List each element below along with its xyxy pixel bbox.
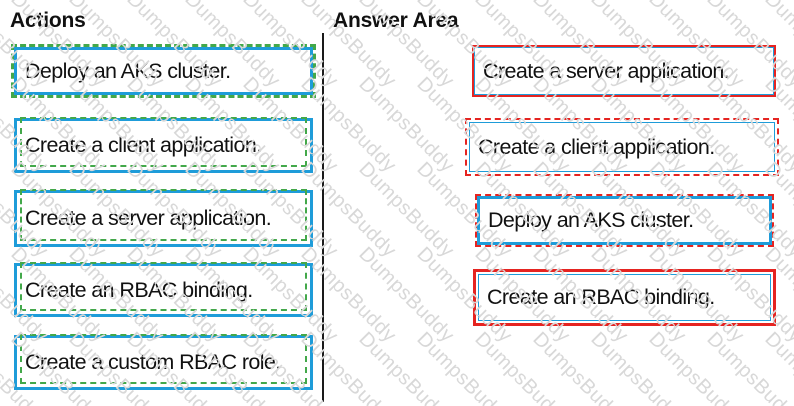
column-divider: [322, 33, 324, 402]
watermark-text: DumpsBuddy: [760, 328, 794, 406]
answer-item-label: Deploy an AKS cluster.: [488, 208, 694, 232]
watermark-text: DumpsBuddy: [354, 73, 459, 177]
watermark-text: DumpsBuddy: [528, 328, 633, 406]
watermark-text: DumpsBuddy: [354, 158, 459, 262]
answer-item-label: Create a client application.: [478, 134, 715, 159]
action-item[interactable]: Create a server application.: [14, 189, 313, 247]
watermark-text: DumpsBuddy: [644, 328, 749, 406]
answer-item[interactable]: Create a server application.: [472, 45, 776, 97]
action-item-label: Create a custom RBAC role.: [25, 350, 281, 374]
answer-item[interactable]: Create an RBAC binding.: [473, 269, 776, 326]
answer-item[interactable]: Deploy an AKS cluster.: [475, 194, 774, 247]
action-item-label: Create an RBAC binding.: [25, 277, 253, 302]
answer-item-label: Create an RBAC binding.: [487, 285, 715, 309]
watermark-text: DumpsBuddy: [354, 328, 459, 406]
action-item[interactable]: Create an RBAC binding.: [14, 262, 313, 317]
watermark-text: DumpsBuddy: [586, 328, 691, 406]
watermark-text: DumpsBuddy: [354, 243, 459, 347]
action-item[interactable]: Create a client application.: [14, 117, 313, 173]
watermark-text: DumpsBuddy: [470, 328, 575, 406]
action-item-label: Create a client application.: [25, 133, 262, 157]
action-item[interactable]: Deploy an AKS cluster.: [11, 44, 316, 98]
watermark-text: DumpsBuddy: [412, 328, 517, 406]
action-item-label: Create a server application.: [25, 206, 272, 230]
answer-item-label: Create a server application.: [483, 58, 730, 83]
actions-column-title: Actions: [10, 9, 86, 32]
action-item[interactable]: Create a custom RBAC role.: [14, 334, 313, 390]
answer-area-title: Answer Area: [333, 9, 459, 32]
action-item-label: Deploy an AKS cluster.: [25, 58, 231, 83]
watermark-text: DumpsBuddy: [702, 328, 794, 406]
answer-item[interactable]: Create a client application.: [465, 118, 779, 176]
